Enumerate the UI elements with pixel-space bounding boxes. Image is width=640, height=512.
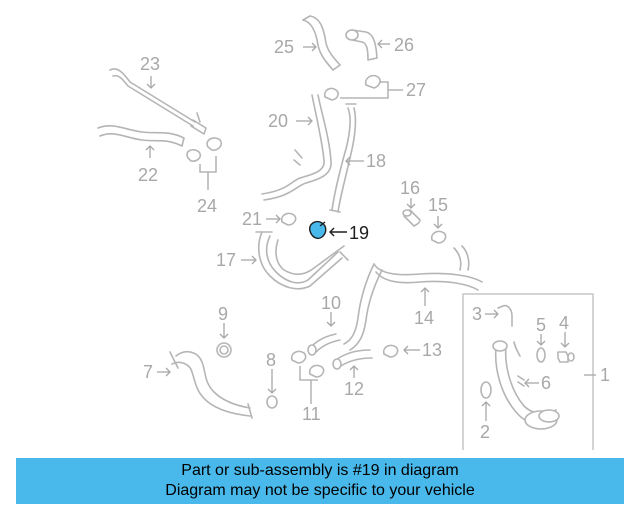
callout-8: 8: [266, 350, 276, 370]
callout-17: 17: [216, 250, 236, 270]
banner-line-1: Part or sub-assembly is #19 in diagram: [181, 462, 459, 479]
part-20-pipe[interactable]: [261, 94, 332, 201]
callout-7: 7: [143, 362, 153, 382]
part-22-hose[interactable]: [97, 125, 185, 147]
part-9-o-ring[interactable]: [216, 342, 232, 358]
callout-2: 2: [480, 422, 490, 442]
callout-3: 3: [472, 304, 482, 324]
callout-19: 19: [349, 223, 369, 243]
callout-24: 24: [197, 196, 217, 216]
callout-5: 5: [536, 315, 546, 335]
part-27-clamp[interactable]: [323, 74, 381, 101]
callout-26: 26: [394, 35, 414, 55]
part-12-hose[interactable]: [332, 349, 373, 370]
part-11-clamp[interactable]: [290, 350, 325, 378]
part-26-pipe[interactable]: [345, 29, 378, 61]
callout-labels: 25 26 27 23 22 24 20 18 21 19 16 15 17 1…: [138, 35, 610, 442]
callout-13: 13: [422, 340, 442, 360]
callout-15: 15: [428, 195, 448, 215]
callout-27: 27: [406, 80, 426, 100]
part-6-clip[interactable]: [517, 375, 525, 387]
part-19-clamp[interactable]: [309, 220, 327, 240]
part-7-pipe[interactable]: [169, 350, 253, 419]
callout-22: 22: [138, 165, 158, 185]
callout-21: 21: [242, 209, 262, 229]
info-banner: Part or sub-assembly is #19 in diagram D…: [16, 458, 624, 504]
part-25-hose[interactable]: [302, 15, 341, 71]
part-15-clamp[interactable]: [430, 230, 447, 244]
part-14-hose[interactable]: [343, 245, 483, 351]
callout-10: 10: [321, 293, 341, 313]
part-24-clamp[interactable]: [186, 137, 223, 162]
callout-23: 23: [140, 54, 160, 74]
part-4-fitting[interactable]: [557, 351, 575, 363]
part-2-o-ring[interactable]: [480, 381, 492, 399]
part-23-tube[interactable]: [109, 68, 207, 135]
part-13-clamp[interactable]: [382, 344, 399, 358]
parts-diagram: 25 26 27 23 22 24 20 18 21 19 16 15 17 1…: [97, 15, 610, 450]
banner-line-2: Diagram may not be specific to your vehi…: [165, 482, 475, 499]
callout-14: 14: [414, 308, 434, 328]
part-18-pipe[interactable]: [329, 103, 357, 213]
part-21-clamp[interactable]: [280, 212, 297, 226]
part-3-bracket[interactable]: [497, 304, 513, 327]
part-17-pipes[interactable]: [255, 231, 349, 290]
callout-1: 1: [600, 365, 610, 385]
part-10-hose[interactable]: [307, 333, 341, 356]
inset-box-part-1: [462, 293, 594, 450]
callout-25: 25: [274, 37, 294, 57]
part-16-sleeve[interactable]: [402, 209, 421, 227]
callout-4: 4: [559, 313, 569, 333]
part-1-hose-assembly[interactable]: [492, 340, 560, 430]
callout-6: 6: [541, 373, 551, 393]
callout-12: 12: [344, 379, 364, 399]
callout-9: 9: [218, 304, 228, 324]
part-5-o-ring[interactable]: [536, 347, 546, 363]
part-8-o-ring[interactable]: [266, 395, 278, 409]
callout-20: 20: [268, 111, 288, 131]
callout-18: 18: [366, 151, 386, 171]
callout-16: 16: [400, 178, 420, 198]
leader-lines: [145, 39, 596, 421]
callout-11: 11: [302, 404, 321, 424]
